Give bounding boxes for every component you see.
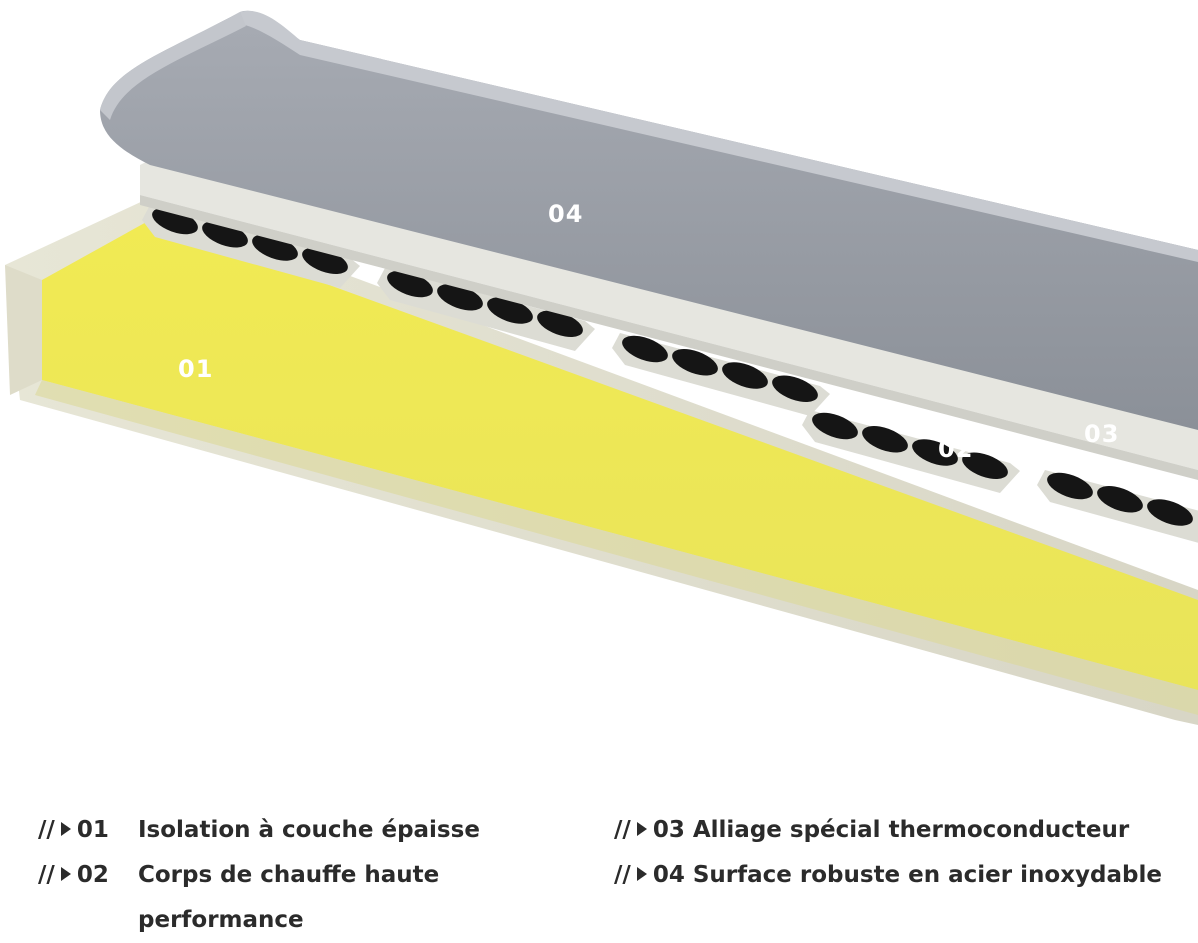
legend-item-01: // 01 Isolation à couche épaisse: [38, 808, 598, 853]
legend-number: 02: [76, 862, 109, 888]
legend-text: Surface robuste en acier inoxydable: [692, 862, 1162, 888]
legend-text-continued: performance: [138, 907, 304, 933]
legend-right: // 03 Alliage spécial thermoconducteur //…: [614, 808, 1198, 898]
heating-element-cross-section: [5, 10, 1198, 725]
coil-tube: [862, 426, 908, 453]
coil-tube: [1147, 499, 1193, 526]
coil-tube: [722, 362, 768, 389]
legend-item-02-cont: performance: [38, 898, 598, 943]
play-triangle-icon: [60, 866, 71, 881]
play-triangle-icon: [636, 821, 647, 836]
coil-tube: [912, 439, 958, 466]
coil-tube: [672, 349, 718, 376]
legend-text: Corps de chauffe haute: [138, 862, 440, 888]
legend-left: // 01 Isolation à couche épaisse // 02 Cor…: [38, 808, 598, 943]
coil-tube: [622, 335, 668, 363]
legend-number: 01: [76, 817, 109, 843]
coil-tube: [1097, 486, 1143, 513]
legend-item-04: // 04 Surface robuste en acier inoxydable: [614, 853, 1198, 898]
callout-01: 01: [178, 355, 214, 383]
callout-04: 04: [548, 200, 584, 228]
legend-prefix: //: [614, 862, 631, 888]
legend-item-02: // 02 Corps de chauffe haute: [38, 853, 598, 898]
coil-tube: [1047, 472, 1093, 500]
insulation-layer: [5, 200, 1198, 725]
legend-prefix: //: [38, 862, 55, 888]
callout-03: 03: [1084, 420, 1120, 448]
coil-tube: [537, 310, 583, 337]
play-triangle-icon: [636, 866, 647, 881]
legend-prefix: //: [614, 817, 631, 843]
coil-tube: [772, 375, 818, 402]
callout-02: 02: [938, 435, 974, 463]
coil-tube: [812, 412, 858, 440]
legend-item-03: // 03 Alliage spécial thermoconducteur: [614, 808, 1198, 853]
legend-text: Isolation à couche épaisse: [138, 817, 480, 843]
alloy-plate: [140, 155, 1198, 480]
play-triangle-icon: [60, 821, 71, 836]
coil-tube: [962, 452, 1008, 479]
steel-surface: [100, 10, 1198, 430]
legend-text: Alliage spécial thermoconducteur: [692, 817, 1130, 843]
heating-coils: [142, 205, 1198, 543]
legend-number: 04: [652, 862, 685, 888]
legend-number: 03: [652, 817, 685, 843]
legend-prefix: //: [38, 817, 55, 843]
